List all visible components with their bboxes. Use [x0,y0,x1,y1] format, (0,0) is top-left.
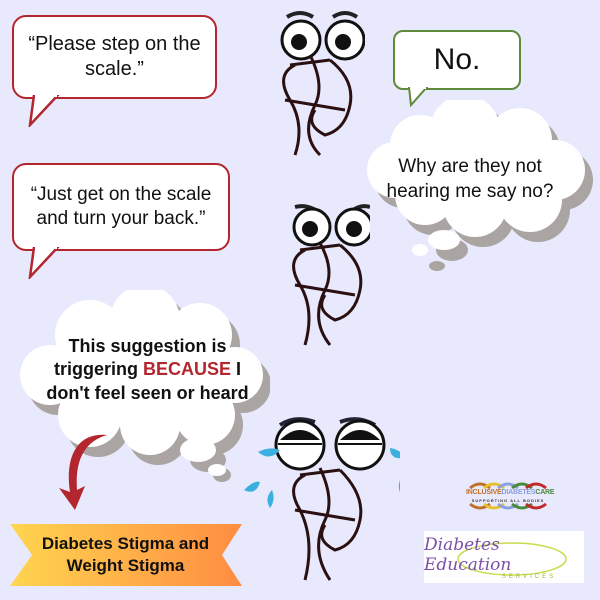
rope-character-angry [292,204,370,346]
thought-text-right: Why are they not hearing me say no? [386,156,554,202]
inclusive-diabetes-care-logo: INCLUSIVEDIABETESCARE SUPPORTING ALL BOD… [466,478,555,512]
rings-icon [469,482,547,510]
rope-character-surprised [280,11,365,157]
emphasis-because: BECAUSE [142,359,231,380]
speech-text: No. [433,43,481,77]
diabetes-education-services-logo: Diabetes Education SERVICES [424,531,584,583]
speech-tail [28,95,60,127]
speech-tail [28,247,60,279]
speech-text: “Please step on the scale.” [28,33,201,80]
thought-cloud-left [20,290,270,482]
speech-bubble-no: No. [393,30,521,90]
speech-text: “Just get on the scale and turn your bac… [30,184,212,229]
speech-tail [407,87,429,107]
speech-bubble-please-step: “Please step on the scale.” [12,15,217,99]
ribbon-banner [10,524,242,586]
speech-bubble-turn-back: “Just get on the scale and turn your bac… [12,163,230,251]
teardrop-icon [244,448,400,508]
thought-text-left: This suggestion is triggering BECAUSE I … [46,335,249,403]
thought-cloud-right [367,100,593,271]
swoosh-icon [457,542,567,576]
curved-arrow-icon [59,434,107,510]
rope-character-crying [244,417,400,581]
